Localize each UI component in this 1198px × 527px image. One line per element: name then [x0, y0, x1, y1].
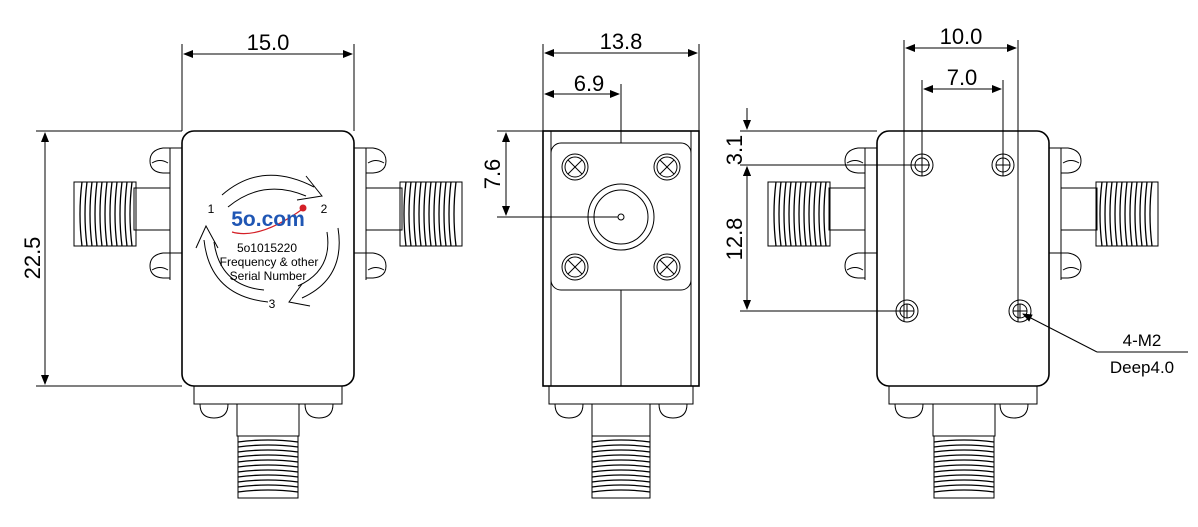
back-view: 10.0 7.0 3.1 12.8 4-M2 Deep4.0	[722, 24, 1188, 499]
front-ear	[149, 147, 182, 174]
dim-offset-side: 7.6	[480, 159, 505, 190]
side-screw	[561, 153, 589, 181]
front-connector-left	[73, 181, 137, 247]
front-ear	[354, 147, 387, 174]
dim-height-front: 22.5	[20, 237, 45, 280]
side-screw	[561, 253, 589, 281]
brand-logo: 5o.com	[231, 208, 305, 231]
circulation-arrows	[195, 174, 340, 307]
back-body	[876, 130, 1050, 387]
front-ear	[149, 252, 182, 279]
port-2-label: 2	[321, 202, 328, 216]
dim-vertical-back: 12.8	[722, 218, 747, 261]
side-screw	[653, 153, 681, 181]
dim-width-front: 15.0	[247, 30, 290, 55]
mounting-hole	[1008, 299, 1032, 323]
dim-holes-inner: 7.0	[947, 65, 978, 90]
callout-thread: 4-M2	[1123, 331, 1162, 350]
side-screw	[653, 253, 681, 281]
callout-depth: Deep4.0	[1110, 358, 1174, 377]
back-connector-left	[767, 181, 831, 247]
port-1-label: 1	[208, 202, 215, 216]
front-ear	[354, 252, 387, 279]
frequency-label: Frequency & other	[220, 255, 319, 269]
side-view: 13.8 6.9 7.6	[480, 29, 700, 499]
dim-width-side: 13.8	[600, 29, 643, 54]
serial-label: Serial Number	[230, 269, 307, 283]
dim-half-side: 6.9	[574, 71, 605, 96]
model-number: 5o1015220	[237, 241, 297, 255]
dim-top-back: 3.1	[722, 135, 747, 166]
front-view: 5o.com 5o1015220 Frequency & other Seria…	[20, 30, 463, 499]
port-3-label: 3	[269, 297, 276, 311]
dim-holes-outer: 10.0	[940, 24, 983, 49]
